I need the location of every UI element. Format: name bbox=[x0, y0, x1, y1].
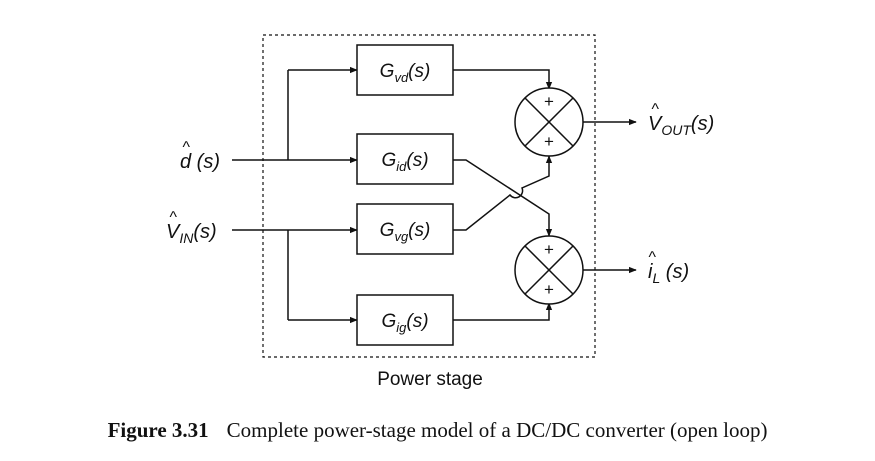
power-stage-label: Power stage bbox=[377, 369, 483, 390]
power-stage-boundary bbox=[262, 34, 596, 358]
vout-argument: (s) bbox=[691, 113, 714, 135]
block-diagram: Gvd(s) Gid(s) Gvg(s) Gig(s) + + + + ^ bbox=[166, 34, 714, 390]
top-summer-sign-bottom: + bbox=[544, 132, 554, 151]
figure-caption: Figure 3.31 Complete power-stage model of… bbox=[0, 418, 875, 443]
gid-base: G bbox=[381, 150, 396, 171]
gvd-subscript: vd bbox=[394, 70, 409, 85]
bottom-summer-sign-bottom: + bbox=[544, 280, 554, 299]
output-label-il: ^ iL (s) bbox=[648, 249, 689, 286]
gvd-argument: (s) bbox=[408, 61, 430, 82]
block-gid: Gid(s) bbox=[356, 133, 454, 185]
vin-base: V bbox=[166, 221, 181, 243]
input-label-d: ^ d (s) bbox=[180, 139, 220, 173]
summing-junction-bottom: + + bbox=[514, 235, 584, 305]
gid-to-bottom-summer-wire bbox=[453, 159, 553, 237]
block-gvg: Gvg(s) bbox=[356, 203, 454, 255]
il-subscript: L bbox=[652, 270, 660, 286]
bottom-summer-sign-top: + bbox=[544, 240, 554, 259]
svg-text:VIN(s): VIN(s) bbox=[166, 221, 217, 246]
gig-to-bottom-summer-wire bbox=[453, 302, 553, 321]
vin-argument: (s) bbox=[193, 221, 216, 243]
gig-argument: (s) bbox=[406, 311, 428, 332]
gvg-subscript: vg bbox=[394, 229, 409, 244]
gig-base: G bbox=[381, 311, 396, 332]
d-hat: ^ bbox=[182, 139, 190, 156]
top-summer-sign-top: + bbox=[544, 92, 554, 111]
caption-text: Complete power-stage model of a DC/DC co… bbox=[226, 418, 768, 442]
gid-argument: (s) bbox=[406, 150, 428, 171]
gvg-base: G bbox=[380, 220, 395, 241]
vout-hat: ^ bbox=[651, 101, 659, 118]
d-base: d bbox=[180, 151, 192, 173]
block-gvd: Gvd(s) bbox=[356, 44, 454, 96]
svg-text:d (s): d (s) bbox=[180, 151, 220, 173]
svg-text:Gvg(s): Gvg(s) bbox=[380, 220, 431, 244]
gig-subscript: ig bbox=[396, 320, 407, 335]
gvg-argument: (s) bbox=[408, 220, 430, 241]
gvd-to-top-summer-wire bbox=[453, 69, 553, 90]
gvd-base: G bbox=[380, 61, 395, 82]
svg-text:Gig(s): Gig(s) bbox=[381, 311, 428, 335]
svg-text:VOUT(s): VOUT(s) bbox=[648, 113, 714, 138]
gid-subscript: id bbox=[396, 159, 407, 174]
il-hat: ^ bbox=[648, 249, 656, 266]
svg-text:Gvd(s): Gvd(s) bbox=[380, 61, 431, 85]
d-argument: (s) bbox=[191, 151, 220, 173]
svg-text:iL (s): iL (s) bbox=[648, 261, 689, 286]
il-argument: (s) bbox=[660, 261, 689, 283]
vin-hat: ^ bbox=[169, 209, 177, 226]
vout-subscript: OUT bbox=[661, 122, 692, 138]
signal-wires bbox=[232, 66, 637, 324]
output-label-vout: ^ VOUT(s) bbox=[648, 101, 714, 138]
gvg-to-top-summer-wire bbox=[453, 155, 553, 231]
summing-junction-top: + + bbox=[514, 87, 584, 157]
il-base: i bbox=[648, 261, 653, 283]
vin-subscript: IN bbox=[179, 230, 194, 246]
input-label-vin: ^ VIN(s) bbox=[166, 209, 217, 246]
svg-text:Gid(s): Gid(s) bbox=[381, 150, 428, 174]
vout-base: V bbox=[648, 113, 663, 135]
block-gig: Gig(s) bbox=[356, 294, 454, 346]
figure-number: Figure 3.31 bbox=[107, 418, 209, 442]
